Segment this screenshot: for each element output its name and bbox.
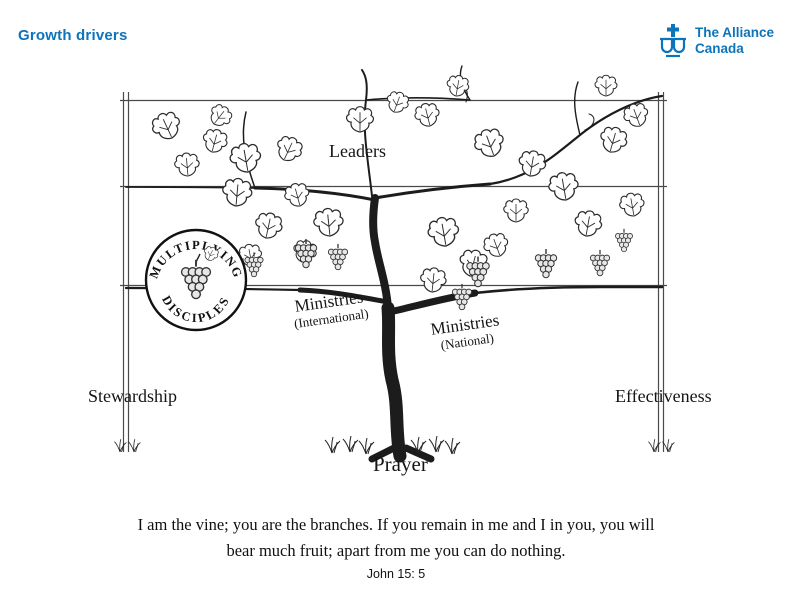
vine-branches [124,65,664,463]
scripture-reference: John 15: 5 [366,567,426,581]
label-leaders: Leaders [329,141,386,161]
badge-grapes-icon [180,244,221,300]
page-title: Growth drivers [18,27,128,44]
quote-line1: I am the vine; you are the branches. If … [137,515,655,534]
label-stewardship: Stewardship [88,386,177,406]
quote-line2: bear much fruit; apart from me you can d… [226,540,566,560]
label-prayer: Prayer [373,452,428,476]
alliance-canada-logo: The Alliance Canada [658,24,774,58]
label-effectiveness: Effectiveness [615,386,712,406]
logo-line1: The Alliance [694,25,774,41]
multiplying-disciples-badge: MULTIPLYING DISCIPLES [144,228,248,332]
alliance-emblem-icon [659,24,686,58]
logo-line2: Canada [694,41,744,56]
scripture-quote: I am the vine; you are the branches. If … [0,512,792,563]
